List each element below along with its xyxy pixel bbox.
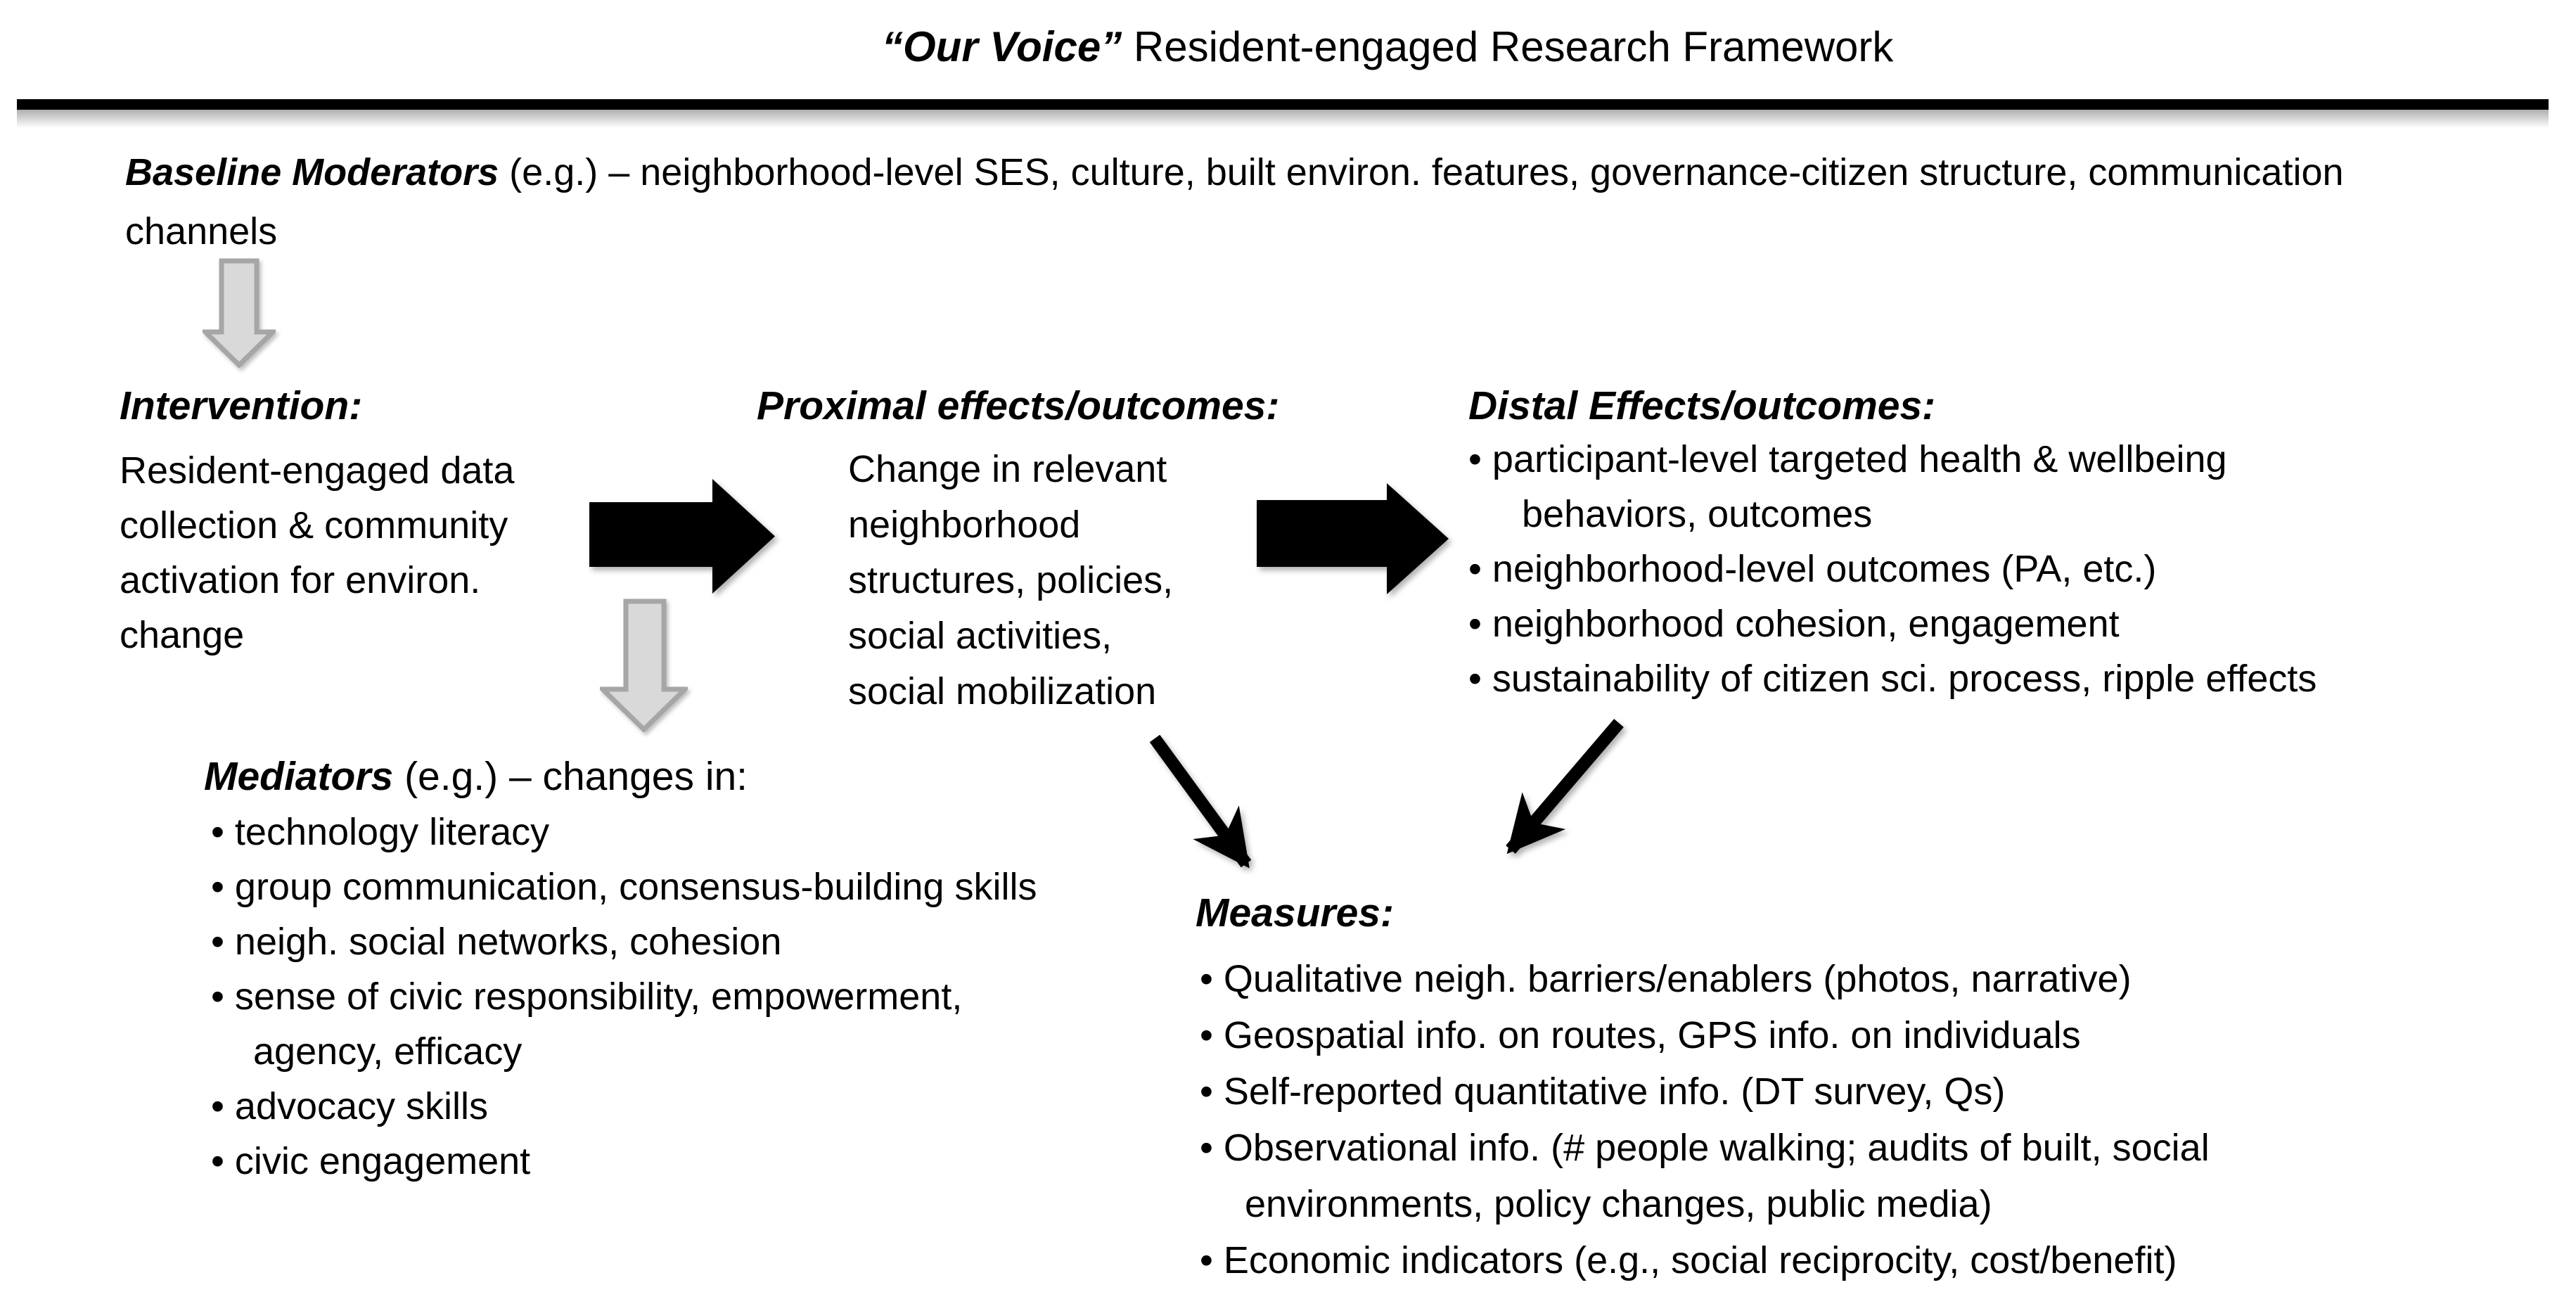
bullet-item: • Geospatial info. on routes, GPS info. … [1200,1014,2081,1056]
intervention-line: change [120,614,245,656]
bullet-item: • neighborhood cohesion, engagement [1468,603,2120,645]
mediators-label: Mediators [204,754,394,799]
bullet-item: • Observational info. (# people walking;… [1200,1127,2210,1169]
title-divider-shadow [17,110,2549,128]
distal-heading: Distal Effects/outcomes: [1468,383,1936,428]
baseline-moderators-text: Baseline Moderators (e.g.) – neighborhoo… [125,143,2572,261]
measures-list: • Qualitative neigh. barriers/enablers (… [1200,951,2210,1288]
title-divider-rule [17,99,2549,110]
bullet-item: • civic engagement [211,1140,531,1182]
gray-down-arrow-baseline-to-intervention [203,258,276,368]
intervention-heading: Intervention: [120,383,363,428]
bullet-item-continuation: behaviors, outcomes [1522,493,1873,535]
mediators-suffix: (e.g.) – changes in: [393,754,748,799]
bullet-item-continuation: agency, efficacy [253,1030,523,1073]
bullet-item: • Economic indicators (e.g., social reci… [1200,1239,2177,1281]
proximal-line: social activities, [848,615,1113,657]
mediators-heading: Mediators (e.g.) – changes in: [204,749,748,804]
black-arrow-proximal-to-distal [1257,483,1449,594]
bullet-item: • sense of civic responsibility, empower… [211,976,963,1018]
mediators-list: • technology literacy • group communicat… [211,805,1037,1189]
bullet-item: • group communication, consensus-buildin… [211,866,1037,908]
baseline-moderators-line2: channels [125,210,278,252]
bullet-item: • neigh. social networks, cohesion [211,921,782,963]
distal-list: • participant-level targeted health & we… [1468,432,2317,706]
baseline-moderators-label: Baseline Moderators [125,151,499,193]
bullet-item: • Self-reported quantitative info. (DT s… [1200,1070,2006,1113]
bullet-item: • advocacy skills [211,1085,489,1127]
gray-down-arrow-to-mediators [600,599,688,732]
baseline-moderators-examples: (e.g.) – neighborhood-level SES, culture… [499,151,2344,193]
bullet-item: • technology literacy [211,811,550,853]
bullet-item-continuation: environments, policy changes, public med… [1245,1183,1992,1225]
proximal-body: Change in relevant neighborhood structur… [848,442,1173,719]
bullet-item: • sustainability of citizen sci. process… [1468,658,2317,700]
proximal-line: neighborhood [848,504,1081,546]
bullet-item: • neighborhood-level outcomes (PA, etc.) [1468,548,2157,590]
bullet-item: • participant-level targeted health & we… [1468,438,2227,480]
bullet-item: • Qualitative neigh. barriers/enablers (… [1200,958,2132,1000]
proximal-heading: Proximal effects/outcomes: [757,383,1280,428]
black-arrow-distal-to-measures [1506,719,1624,855]
title-rest: Resident-engaged Research Framework [1122,23,1894,70]
page-title: “Our Voice” Resident-engaged Research Fr… [882,20,1893,75]
proximal-line: Change in relevant [848,448,1167,490]
intervention-body: Resident-engaged data collection & commu… [120,443,514,663]
measures-heading: Measures: [1196,890,1394,935]
intervention-line: collection & community [120,504,508,546]
proximal-line: structures, policies, [848,559,1174,601]
intervention-line: activation for environ. [120,559,481,601]
black-arrow-intervention-to-proximal [589,479,775,594]
title-emphasis: “Our Voice” [882,23,1122,70]
black-arrow-proximal-to-measures [1149,734,1252,869]
proximal-line: social mobilization [848,670,1157,712]
intervention-line: Resident-engaged data [120,449,515,492]
